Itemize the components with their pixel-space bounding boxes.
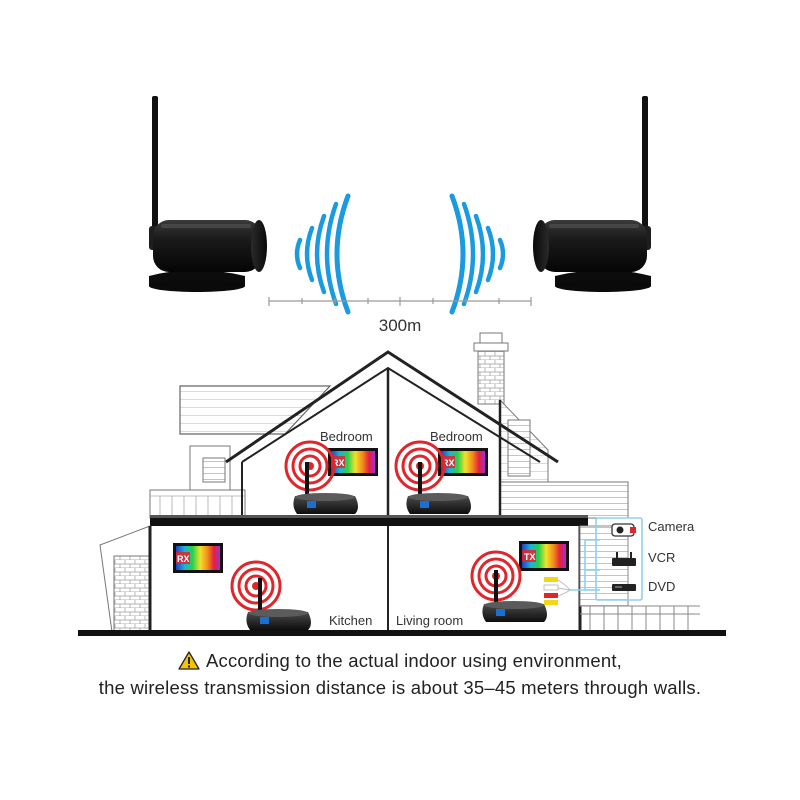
rx-badge: RX — [177, 554, 190, 564]
source-label-vcr: VCR — [648, 550, 675, 565]
transmitter-left — [149, 96, 267, 292]
camera-icon — [611, 523, 636, 537]
rx-badge: RX — [332, 458, 345, 468]
transmitter-box-living-room — [482, 570, 547, 622]
room-label-bedroom-left: Bedroom — [320, 429, 373, 444]
rx-badge: RX — [442, 458, 455, 468]
signal-red-icon — [284, 440, 336, 492]
transmitter-right — [533, 96, 651, 292]
tv-living-room: TX — [519, 541, 569, 571]
tv-kitchen: RX — [173, 543, 223, 573]
tv-bedroom-left: RX — [328, 448, 378, 476]
room-label-bedroom-right: Bedroom — [430, 429, 483, 444]
room-label-living-room: Living room — [396, 613, 463, 628]
tx-badge: TX — [524, 552, 536, 562]
source-label-dvd: DVD — [648, 579, 675, 594]
source-label-camera: Camera — [648, 519, 695, 534]
warning-icon — [178, 651, 200, 670]
room-label-kitchen: Kitchen — [329, 613, 372, 628]
distance-label: 300m — [379, 316, 422, 335]
house-illustration — [78, 332, 726, 636]
vcr-icon — [612, 552, 636, 566]
notice-text-1: According to the actual indoor using env… — [205, 650, 622, 671]
signal-waves-left-icon — [294, 193, 351, 315]
rca-connectors — [543, 577, 571, 605]
source-cables — [570, 517, 643, 601]
signal-waves-right-icon — [449, 193, 506, 315]
long-range-section: 300m — [149, 96, 651, 335]
distance-ruler — [268, 297, 532, 306]
tv-bedroom-right: RX — [438, 448, 488, 476]
notice-text-2: the wireless transmission distance is ab… — [98, 677, 702, 698]
signal-red-icon — [230, 560, 282, 612]
notice-line-2: the wireless transmission distance is ab… — [0, 677, 800, 699]
dvd-icon — [612, 584, 636, 591]
notice-line-1: According to the actual indoor using env… — [0, 650, 800, 672]
